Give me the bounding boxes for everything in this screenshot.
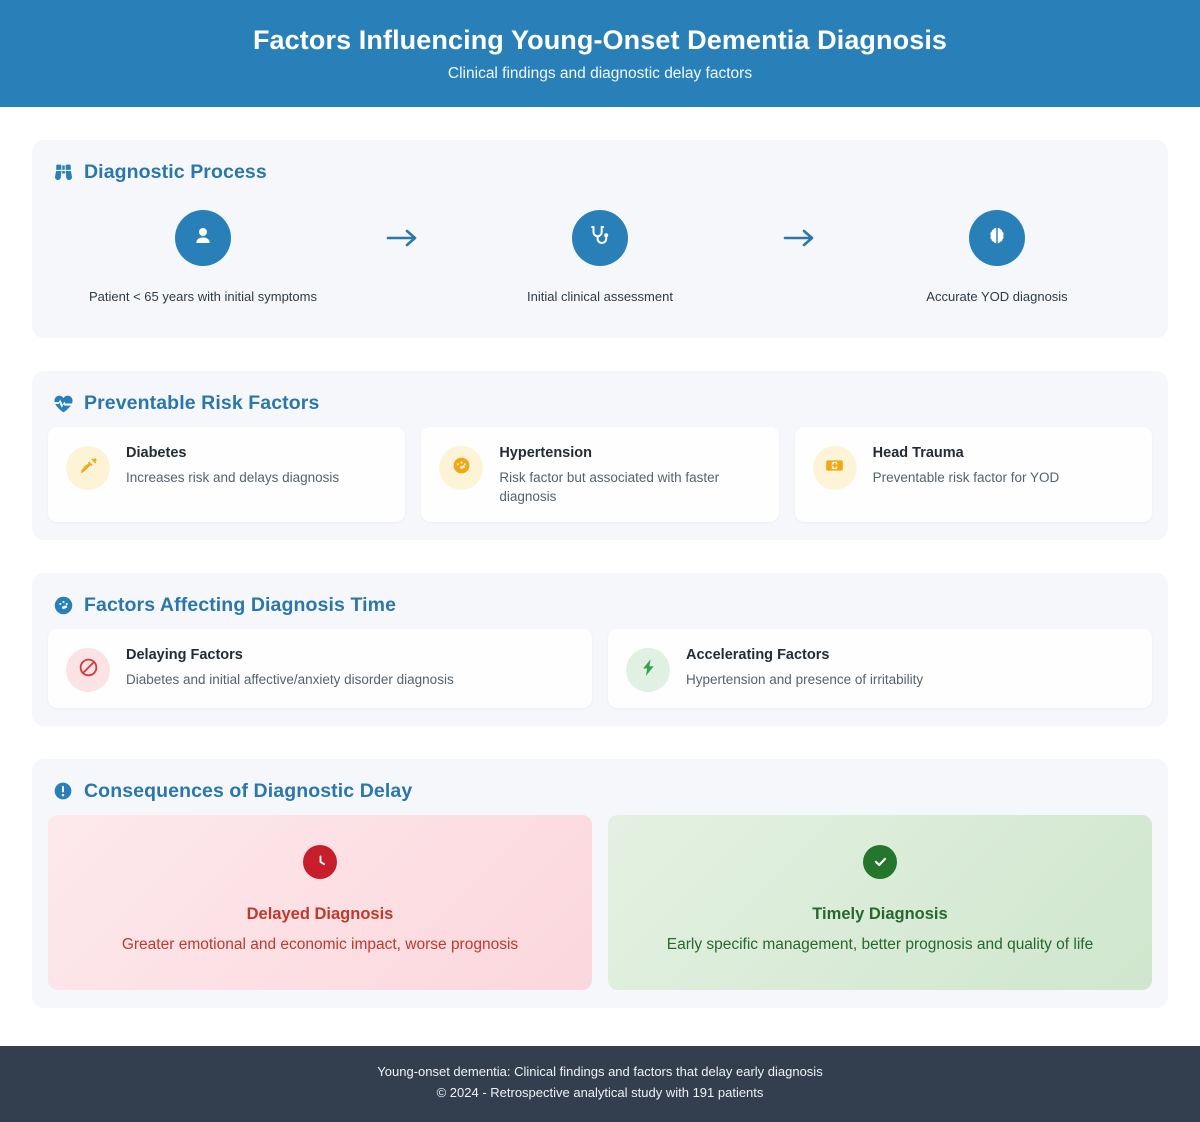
brain-icon [986,225,1008,252]
page-body: Diagnostic Process Patient < 65 years wi… [0,107,1200,1020]
arrow-right-icon [769,227,829,249]
card-title: Delaying Factors [126,646,243,663]
section-header-diagnosis-time: Factors Affecting Diagnosis Time [52,594,1152,617]
stopwatch-icon [52,594,74,616]
section-preventable-risk-factors: Preventable Risk Factors Diabetes [32,370,1168,540]
risk-card-hypertension[interactable]: Hypertension Risk factor but associated … [421,426,779,522]
flow-node-label: Accurate YOD diagnosis [926,289,1068,304]
binoculars-icon [52,162,74,184]
icon-bubble [66,445,110,490]
outcome-title: Delayed Diagnosis [246,904,394,923]
process-flow: Patient < 65 years with initial symptoms [48,188,1152,320]
card-description: Hypertension and presence of irritabilit… [686,672,924,688]
section-title: Preventable Risk Factors [84,391,320,414]
flow-node-label: Initial clinical assessment [527,289,673,304]
outcome-title: Timely Diagnosis [812,904,948,923]
footer-line-1: Young-onset dementia: Clinical findings … [377,1064,823,1080]
gauge-icon [452,456,471,480]
flow-node-circle [175,210,231,266]
exclamation-circle-icon [52,780,74,802]
section-header-risk-factors: Preventable Risk Factors [52,392,1152,415]
card-description: Risk factor but associated with faster d… [499,469,720,504]
outcome-panels: Delayed Diagnosis Greater emotional and … [48,814,1152,991]
outcome-delayed-diagnosis[interactable]: Delayed Diagnosis Greater emotional and … [48,814,592,991]
risk-factor-cards: Diabetes Increases risk and delays diagn… [48,426,1152,522]
section-header-diagnostic-process: Diagnostic Process [52,161,1152,184]
check-circle-icon [863,844,897,879]
page-subtitle: Clinical findings and diagnostic delay f… [447,65,753,83]
card-text: Delaying Factors Diabetes and initial af… [126,645,454,689]
flow-node-diagnosis: Accurate YOD diagnosis [852,210,1142,306]
page-title: Factors Influencing Young-Onset Dementia… [252,24,948,55]
person-icon [191,224,215,253]
page-header: Factors Influencing Young-Onset Dementia… [0,0,1200,107]
card-title: Accelerating Factors [686,646,830,663]
factor-card-delaying[interactable]: Delaying Factors Diabetes and initial af… [48,628,592,708]
risk-card-head-trauma[interactable]: Head Trauma Preventable risk factor for … [794,426,1152,522]
icon-bubble [626,647,670,692]
card-text: Accelerating Factors Hypertension and pr… [686,645,923,689]
ban-icon [78,657,99,683]
card-title: Head Trauma [872,444,964,461]
section-title: Diagnostic Process [84,161,267,183]
arrow-right-icon [372,227,432,249]
card-text: Hypertension Risk factor but associated … [499,443,760,506]
section-diagnostic-process: Diagnostic Process Patient < 65 years wi… [32,140,1168,338]
section-title: Factors Affecting Diagnosis Time [84,593,397,616]
factor-card-accelerating[interactable]: Accelerating Factors Hypertension and pr… [608,628,1152,708]
flow-node-circle [969,210,1025,266]
clock-icon [303,844,337,879]
card-text: Head Trauma Preventable risk factor for … [873,443,1060,487]
syringe-icon [79,456,98,480]
risk-card-diabetes[interactable]: Diabetes Increases risk and delays diagn… [48,426,406,522]
icon-bubble [439,445,484,490]
card-description: Increases risk and delays diagnosis [126,469,340,485]
flow-node-patient: Patient < 65 years with initial symptoms [58,210,348,306]
icon-bubble [66,647,110,692]
flow-node-circle [572,210,628,266]
outcome-timely-diagnosis[interactable]: Timely Diagnosis Early specific manageme… [608,814,1152,991]
section-factors-affecting-diagnosis-time: Factors Affecting Diagnosis Time Delayin [32,572,1168,726]
section-title: Consequences of Diagnostic Delay [84,779,413,802]
card-title: Hypertension [499,444,592,461]
outcome-description: Early specific management, better progno… [666,935,1094,953]
card-text: Diabetes Increases risk and delays diagn… [126,443,339,487]
diagnosis-time-cards: Delaying Factors Diabetes and initial af… [48,628,1152,708]
flow-node-assessment: Initial clinical assessment [455,210,745,306]
card-description: Preventable risk factor for YOD [872,469,1060,485]
page-footer: Young-onset dementia: Clinical findings … [0,1046,1200,1122]
footer-line-2: © 2024 - Retrospective analytical study … [436,1085,764,1101]
card-title: Diabetes [126,444,187,461]
flow-node-label: Patient < 65 years with initial symptoms [89,289,317,304]
first-aid-kit-icon [825,456,844,480]
stethoscope-icon [588,224,612,253]
section-consequences-of-diagnostic-delay: Consequences of Diagnostic Delay Delayed… [32,758,1168,1009]
card-description: Diabetes and initial affective/anxiety d… [126,672,454,688]
icon-bubble [812,445,857,490]
bolt-icon [639,658,658,682]
section-header-consequences: Consequences of Diagnostic Delay [52,780,1152,803]
outcome-description: Greater emotional and economic impact, w… [121,935,519,953]
heart-pulse-icon [52,392,74,414]
